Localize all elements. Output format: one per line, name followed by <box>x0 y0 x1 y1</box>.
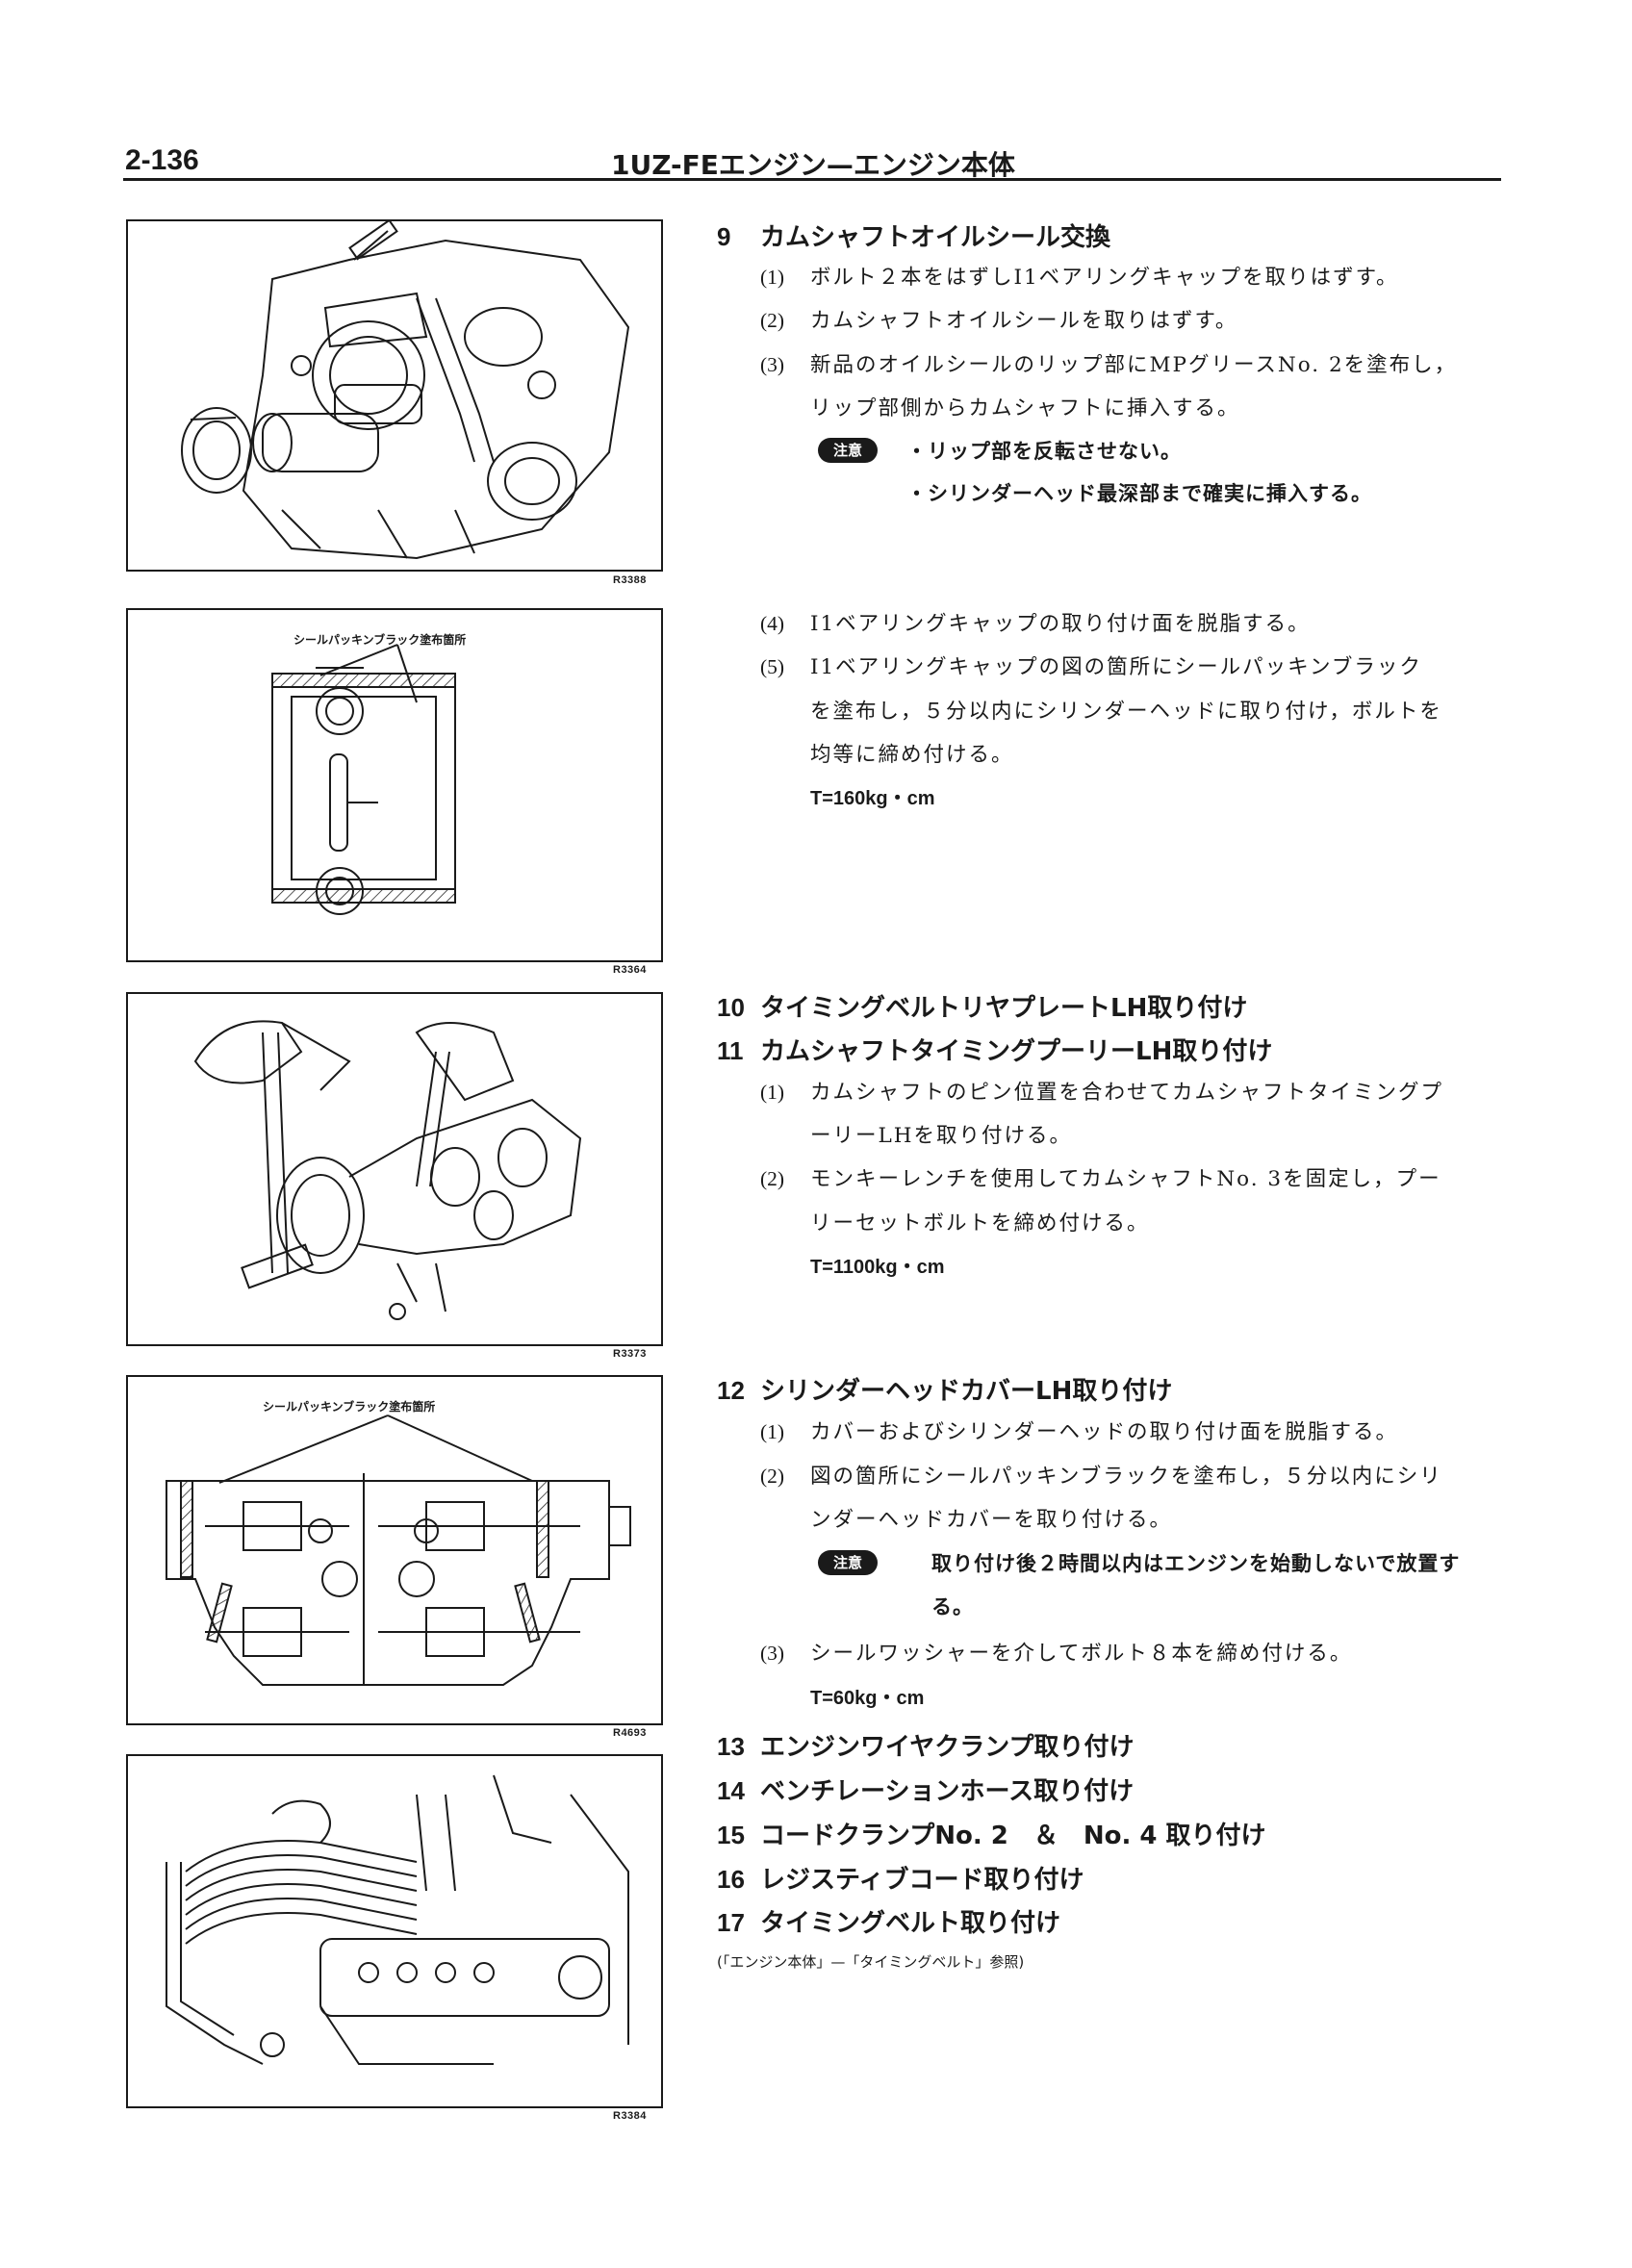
step-number: 13 <box>717 1732 745 1761</box>
substep-continuation: を塗布し，５分以内にシリンダーヘッドに取り付け，ボルトを <box>810 700 1442 724</box>
substep: (1) カムシャフトのピン位置を合わせてカムシャフトタイミングプ <box>760 1076 1443 1106</box>
substep-number: (4) <box>760 612 785 635</box>
header-rule <box>123 178 1501 181</box>
caution-bullet: ・リップ部を反転させない。 <box>906 440 1182 463</box>
step-17-heading: 17 タイミングベルト取り付け <box>717 1903 1060 1939</box>
step-16-heading: 16 レジスティブコード取り付け <box>717 1860 1084 1896</box>
caution-badge: 注意 <box>818 1550 878 1575</box>
cord-routing-illustration <box>166 1774 629 2065</box>
page-number: 2-136 <box>125 144 199 176</box>
substep-continuation: リーセットボルトを締め付ける。 <box>810 1211 1150 1236</box>
figure-pulley <box>126 992 663 1346</box>
substep-text: カムシャフトのピン位置を合わせてカムシャフトタイミングプ <box>810 1081 1444 1105</box>
step-number: 11 <box>717 1036 744 1065</box>
substep-number: (2) <box>760 1465 785 1488</box>
substep-number: (3) <box>760 353 785 376</box>
substep: (1) ボルト２本をはずしI1ベアリングキャップを取りはずす。 <box>760 261 1399 291</box>
torque-spec: T=60kg・cm <box>810 1688 925 1709</box>
substep: (2) 図の箇所にシールパッキンブラックを塗布し，５分以内にシリ <box>760 1460 1442 1490</box>
step-title: ベンチレーションホース取り付け <box>760 1777 1135 1806</box>
substep: (2) カムシャフトオイルシールを取りはずす。 <box>760 304 1237 334</box>
step-13-heading: 13 エンジンワイヤクランプ取り付け <box>717 1727 1134 1763</box>
step-title: カムシャフトタイミングプーリーLH取り付け <box>760 1037 1273 1066</box>
figure-oil-seal <box>126 219 663 572</box>
torque-spec: T=1100kg・cm <box>810 1257 945 1278</box>
head-cover-illustration <box>166 1414 631 1686</box>
bearing-cap-illustration <box>271 644 456 915</box>
torque-spec: T=160kg・cm <box>810 788 935 809</box>
step-15-heading: 15 コードクランプNo. 2 ＆ No. 4 取り付け <box>717 1816 1266 1851</box>
step-number: 17 <box>717 1908 745 1937</box>
substep-text: 新品のオイルシールのリップ部にMPグリースNo. 2を塗布し， <box>810 353 1458 377</box>
step-title: タイミングベルト取り付け <box>760 1909 1061 1938</box>
step-10-heading: 10 タイミングベルトリヤプレートLH取り付け <box>717 988 1247 1024</box>
figure-caption: シールパッキンブラック塗布箇所 <box>293 633 467 647</box>
reference-note: (「エンジン本体」—「タイミングベルト」参照) <box>717 1953 1025 1971</box>
substep: (4) I1ベアリングキャップの取り付け面を脱脂する。 <box>760 607 1311 637</box>
substep-text: I1ベアリングキャップの取り付け面を脱脂する。 <box>810 612 1311 636</box>
step-14-heading: 14 ベンチレーションホース取り付け <box>717 1771 1134 1807</box>
substep-continuation: ーリーLHを取り付ける。 <box>810 1124 1073 1148</box>
step-number: 14 <box>717 1776 745 1805</box>
step-11-heading: 11 カムシャフトタイミングプーリーLH取り付け <box>717 1032 1272 1067</box>
step-number: 15 <box>717 1821 745 1849</box>
substep-number: (2) <box>760 309 785 332</box>
substep: (2) モンキーレンチを使用してカムシャフトNo. 3を固定し，プー <box>760 1162 1441 1192</box>
caution-text: る。 <box>931 1595 974 1618</box>
figure-head-cover: シールパッキンブラック塗布箇所 <box>126 1375 663 1725</box>
substep-text: ボルト２本をはずしI1ベアリングキャップを取りはずす。 <box>810 266 1399 290</box>
substep-number: (1) <box>760 1081 785 1104</box>
step-title: タイミングベルトリヤプレートLH取り付け <box>760 994 1248 1023</box>
page-title: 1UZ-FEエンジン—エンジン本体 <box>611 149 1015 181</box>
substep: (3) 新品のオイルシールのリップ部にMPグリースNo. 2を塗布し， <box>760 348 1457 378</box>
step-number: 16 <box>717 1865 745 1894</box>
step-number: 10 <box>717 993 745 1022</box>
figure-code: R3388 <box>613 574 647 586</box>
figure-code: R4693 <box>613 1727 647 1739</box>
figure-code: R3384 <box>613 2110 647 2122</box>
substep-number: (5) <box>760 655 785 678</box>
step-9-heading: 9 カムシャフトオイルシール交換 <box>717 217 1110 253</box>
oil-seal-illustration <box>181 221 630 560</box>
caution-bullet: ・シリンダーヘッド最深部まで確実に挿入する。 <box>906 482 1372 505</box>
figure-code: R3373 <box>613 1348 647 1360</box>
step-title: レジスティブコード取り付け <box>760 1866 1084 1895</box>
figure-bearing-cap: シールパッキンブラック塗布箇所 <box>126 608 663 962</box>
caution-text: 取り付け後２時間以内はエンジンを始動しないで放置す <box>931 1552 1461 1575</box>
figure-caption: シールパッキンブラック塗布箇所 <box>263 1400 436 1414</box>
step-title: コードクランプNo. 2 ＆ No. 4 取り付け <box>760 1822 1266 1850</box>
substep-number: (1) <box>760 266 785 289</box>
figure-cord-routing <box>126 1754 663 2108</box>
substep-continuation: ンダーヘッドカバーを取り付ける。 <box>810 1508 1173 1532</box>
step-title: シリンダーヘッドカバーLH取り付け <box>760 1377 1173 1406</box>
substep-continuation: 均等に締め付ける。 <box>810 743 1014 767</box>
substep-text: シールワッシャーを介してボルト８本を締め付ける。 <box>810 1642 1353 1666</box>
substep-number: (1) <box>760 1420 785 1443</box>
substep-text: 図の箇所にシールパッキンブラックを塗布し，５分以内にシリ <box>810 1465 1442 1489</box>
step-number: 12 <box>717 1376 745 1405</box>
substep-number: (3) <box>760 1642 785 1665</box>
substep: (3) シールワッシャーを介してボルト８本を締め付ける。 <box>760 1637 1352 1667</box>
substep-text: カバーおよびシリンダーヘッドの取り付け面を脱脂する。 <box>810 1420 1399 1444</box>
figure-code: R3364 <box>613 964 647 976</box>
substep-text: カムシャフトオイルシールを取りはずす。 <box>810 309 1238 333</box>
step-number: 9 <box>717 222 731 251</box>
substep-continuation: リップ部側からカムシャフトに挿入する。 <box>810 396 1240 420</box>
substep: (1) カバーおよびシリンダーヘッドの取り付け面を脱脂する。 <box>760 1415 1398 1445</box>
step-title: カムシャフトオイルシール交換 <box>760 223 1111 252</box>
substep-text: I1ベアリングキャップの図の箇所にシールパッキンブラック <box>810 655 1422 679</box>
substep-number: (2) <box>760 1167 785 1190</box>
caution-badge: 注意 <box>818 438 878 463</box>
step-title: エンジンワイヤクランプ取り付け <box>760 1733 1135 1762</box>
substep: (5) I1ベアリングキャップの図の箇所にシールパッキンブラック <box>760 650 1422 680</box>
pulley-illustration <box>193 1020 582 1320</box>
substep-text: モンキーレンチを使用してカムシャフトNo. 3を固定し，プー <box>810 1167 1441 1191</box>
step-12-heading: 12 シリンダーヘッドカバーLH取り付け <box>717 1371 1172 1407</box>
